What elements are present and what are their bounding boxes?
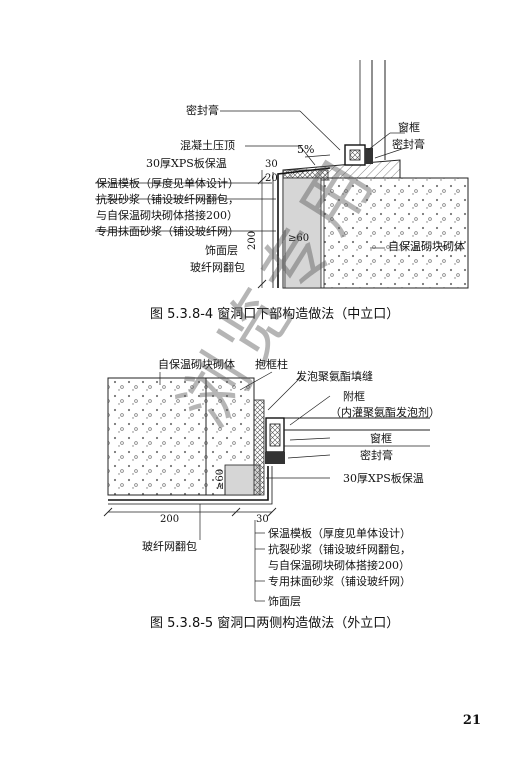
fig1-label-plaster: 专用抹面砂浆（铺设玻纤网） [96,225,239,238]
fig1-dim-60: ≥60 [288,233,310,244]
fig2-label-mesh: 玻纤网翻包 [142,540,197,553]
fig1-label-formwork: 保温模板（厚度见单体设计） [96,177,239,190]
fig2-dim-200: 200 [160,514,180,525]
fig1-label-wall: 自保温砌块砌体 [388,240,465,253]
fig1-label-finish: 饰面层 [205,244,238,257]
fig1-label-xps: 30厚XPS板保温 [146,157,227,170]
fig2-dim-30: 30 [256,514,269,525]
figure2-drawing [103,371,430,602]
fig2-dim-60: ≥60 [215,468,226,490]
fig1-dim-30: 30 [265,159,278,170]
fig2-label-subframe-b: （内灌聚氨酯发泡剂） [330,406,440,419]
fig1-label-frame: 窗框 [398,121,420,134]
figure1-drawing [95,60,469,289]
fig2-label-formwork: 保温模板（厚度见单体设计） [268,527,411,540]
fig2-label-mortar-a: 抗裂砂浆（铺设玻纤网翻包， [268,543,411,556]
fig2-label-sealant: 密封膏 [360,449,393,462]
page-number: 21 [462,713,481,728]
fig1-label-slope: 5% [297,143,315,156]
fig1-label-sealant-right: 密封膏 [392,138,425,151]
fig2-caption: 图 5.3.8-5 窗洞口两侧构造做法（外立口） [150,616,400,631]
fig1-label-concrete-cap: 混凝土压顶 [180,139,235,152]
fig2-label-column: 抱框柱 [255,358,288,371]
fig1-dim-20: 20 [265,173,278,184]
fig2-label-foam: 发泡聚氨酯填缝 [296,370,373,383]
fig2-label-finish: 饰面层 [268,595,301,608]
fig1-label-mortar-a: 抗裂砂浆（铺设玻纤网翻包， [96,193,239,206]
fig1-label-mortar-b: 与自保温砌块砌体搭接200） [96,209,238,222]
fig2-label-xps: 30厚XPS板保温 [343,472,424,485]
fig2-label-wall: 自保温砌块砌体 [158,358,235,371]
fig2-label-mortar-b: 与自保温砌块砌体搭接200） [268,559,410,572]
fig1-label-mesh: 玻纤网翻包 [190,261,245,274]
fig2-label-subframe-a: 附框 [343,390,365,403]
fig2-label-frame: 窗框 [370,432,392,445]
fig1-label-sealant-top: 密封膏 [186,104,219,117]
fig2-label-plaster: 专用抹面砂浆（铺设玻纤网） [268,575,411,588]
fig1-caption: 图 5.3.8-4 窗洞口下部构造做法（中立口） [150,307,400,322]
